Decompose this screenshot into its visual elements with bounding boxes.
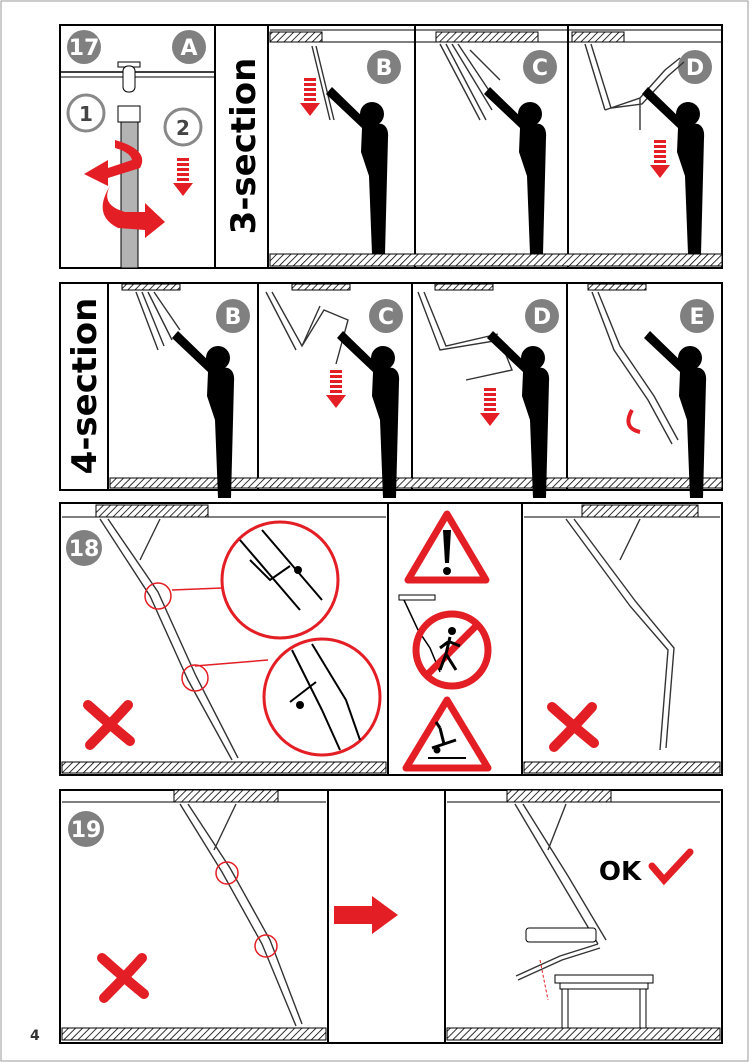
floor xyxy=(269,253,723,267)
ok-label: OK xyxy=(599,857,642,887)
label-badge-a xyxy=(172,30,206,64)
panel-18-wrong: 18 xyxy=(66,518,382,761)
panel-4s-c: C xyxy=(265,291,403,498)
step-number: 19 xyxy=(71,818,102,843)
section-label-4: 4-section xyxy=(65,298,105,475)
substep-badge-2 xyxy=(163,107,203,147)
panel-3s-c: C xyxy=(439,43,557,254)
floor xyxy=(523,761,721,774)
rotate-arrow-icon xyxy=(102,186,165,238)
page-number: 4 xyxy=(30,1028,40,1044)
label-d: D xyxy=(686,56,704,81)
panel-19-ok: OK xyxy=(514,803,694,1029)
no-walking-under-ladder-icon xyxy=(398,594,492,690)
step-badge-17 xyxy=(67,30,101,64)
warning-triangle-icon xyxy=(404,510,490,584)
row-18: 18 xyxy=(59,502,723,776)
fall-hazard-triangle-icon xyxy=(402,696,492,772)
row-4-section: 4-section B C D xyxy=(59,282,723,498)
section-label-3: 3-section xyxy=(224,58,264,235)
panel-18-warnings xyxy=(398,510,492,772)
panel-4s-e: E xyxy=(591,291,714,498)
floor xyxy=(61,1027,327,1041)
floor xyxy=(109,477,723,489)
rotate-arrow-icon xyxy=(626,409,641,434)
label-c: C xyxy=(378,305,394,330)
next-arrow-icon[interactable] xyxy=(334,896,398,934)
panel-18-wrong-2 xyxy=(552,518,675,750)
substep-badge-1 xyxy=(66,93,106,133)
row-19: 19 OK xyxy=(59,789,723,1044)
label-a: A xyxy=(180,36,197,61)
panel-19-wrong: 19 xyxy=(68,803,303,1027)
hook-icon xyxy=(122,65,136,93)
label-b: B xyxy=(225,305,242,330)
floor xyxy=(446,1027,721,1041)
row-17-3-section: 17 A 1 2 3-section B xyxy=(59,24,723,269)
ok-check-icon xyxy=(648,848,694,886)
panel-4s-d: D xyxy=(417,291,559,498)
rotate-arrow-icon xyxy=(84,140,143,186)
floor xyxy=(61,761,387,774)
label-d: D xyxy=(533,305,551,330)
step-number: 18 xyxy=(69,537,100,562)
substep-2: 2 xyxy=(176,116,190,140)
table xyxy=(554,974,654,984)
label-b: B xyxy=(376,56,393,81)
label-e: E xyxy=(689,305,704,330)
detail-magnifier xyxy=(262,637,382,757)
panel-4s-b: B xyxy=(135,291,250,498)
substep-1: 1 xyxy=(79,102,93,126)
panel-3s-b: B xyxy=(300,45,401,254)
label-c: C xyxy=(532,56,548,81)
detail-magnifier xyxy=(220,520,340,640)
hatch-door xyxy=(525,927,597,943)
step-number: 17 xyxy=(69,36,100,61)
panel-3s-d: D xyxy=(584,43,712,254)
panel-17-a: 17 A 1 2 xyxy=(60,30,215,269)
